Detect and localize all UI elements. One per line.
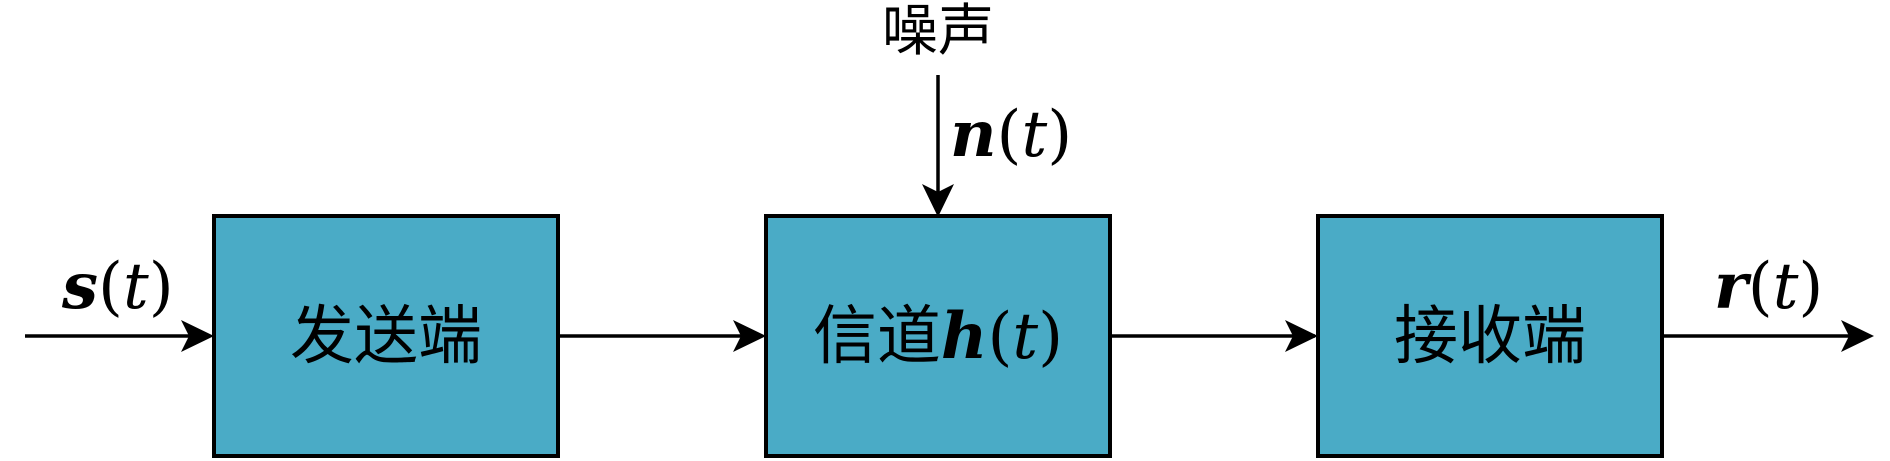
receiver-block <box>1316 214 1664 458</box>
noise-caption: 噪声 <box>882 0 994 64</box>
noise-signal-label: n(t) <box>950 97 1072 172</box>
receiver-label: 接收端 <box>1394 300 1586 374</box>
channel-arg: t <box>1012 300 1038 374</box>
channel-label: 信道h(t) <box>813 299 1063 374</box>
noise-arrowhead <box>922 184 954 217</box>
noise-var: n <box>950 97 997 172</box>
output-arg: t <box>1773 250 1799 324</box>
input-arg: t <box>123 250 149 324</box>
transmitter-label: 发送端 <box>290 300 482 374</box>
output-signal-label: r(t) <box>1714 249 1823 324</box>
output-arrowhead <box>1841 320 1874 352</box>
channel-name: 信道 <box>813 300 941 374</box>
channel-to-rx-arrowhead <box>1285 320 1318 352</box>
input-signal-label: s(t) <box>61 249 174 324</box>
channel-var: h <box>941 299 988 374</box>
transmitter-block <box>212 214 560 458</box>
input-var: s <box>61 249 98 324</box>
channel-block <box>764 214 1112 458</box>
input-arrowhead <box>181 320 214 352</box>
output-var: r <box>1714 249 1752 324</box>
noise-arg: t <box>1022 98 1048 172</box>
tx-to-channel-arrowhead <box>733 320 766 352</box>
